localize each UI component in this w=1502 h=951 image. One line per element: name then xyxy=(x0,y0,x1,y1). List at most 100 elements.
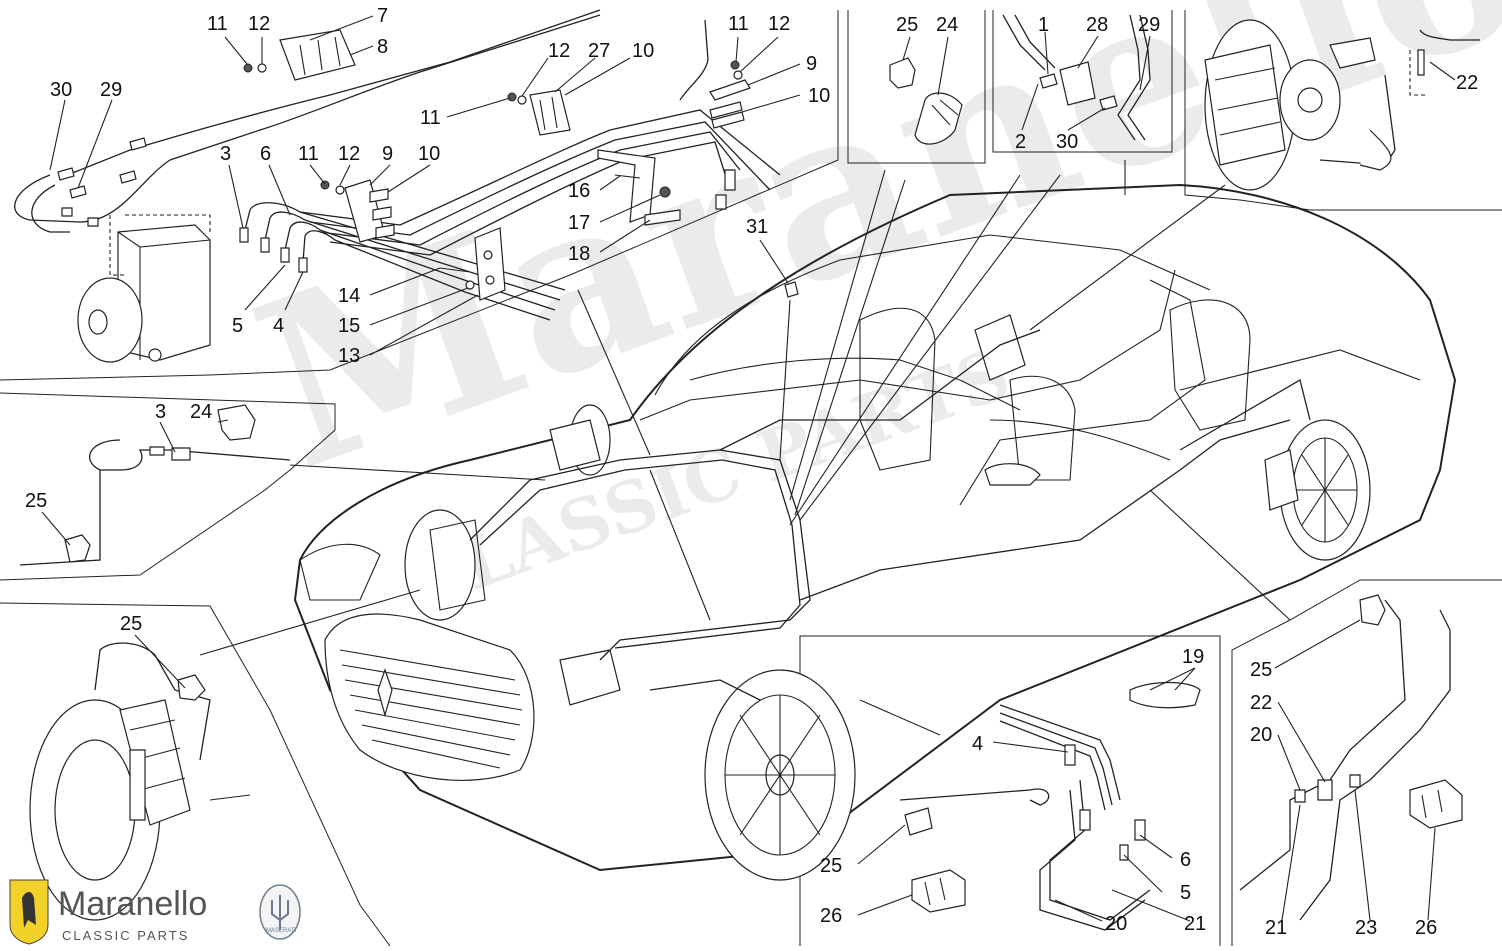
callout-13: 13 xyxy=(338,345,360,367)
callout-26a: 26 xyxy=(820,905,842,927)
leader-9a xyxy=(369,164,391,186)
leader-10a xyxy=(387,164,431,193)
nut-11a xyxy=(243,63,253,73)
clip-rail-detail xyxy=(899,681,1201,931)
leader-26a xyxy=(857,894,913,916)
leader-11d xyxy=(735,36,739,63)
bolt-14 xyxy=(439,267,471,273)
leader-5a xyxy=(244,264,286,311)
clip-31-in-car xyxy=(784,281,799,298)
callout-2: 2 xyxy=(1015,131,1026,153)
rear-seat-2 xyxy=(1009,375,1076,481)
clip-25d xyxy=(904,807,933,836)
washer-12c xyxy=(517,95,527,105)
callout-10c: 10 xyxy=(808,85,830,107)
union-22 xyxy=(1317,779,1333,801)
callout-23: 23 xyxy=(1355,917,1377,939)
callout-9a: 9 xyxy=(382,143,393,165)
prancing-horse-icon xyxy=(22,892,36,928)
leader-30b xyxy=(1067,107,1106,131)
leader-15 xyxy=(369,287,469,326)
leader-24b xyxy=(217,419,229,423)
callout-30a: 30 xyxy=(50,79,72,101)
callout-3b: 3 xyxy=(155,401,166,423)
clip-27-slots xyxy=(539,96,558,131)
car-line-floor xyxy=(799,419,1291,601)
rear-union-22 xyxy=(1417,49,1425,76)
front-disc-inner xyxy=(54,739,136,881)
leader-25b xyxy=(41,511,71,546)
leader-11a xyxy=(224,36,248,65)
clip-25e xyxy=(1359,594,1386,626)
leader-21b xyxy=(1281,804,1301,921)
pipe-fitting-nuts xyxy=(119,137,147,184)
leader-clip-rail xyxy=(859,699,941,736)
leader-clip24 xyxy=(794,179,906,516)
leader-4b xyxy=(992,741,1069,753)
leader-29a xyxy=(77,99,113,189)
car-line-2 xyxy=(479,459,801,649)
nut-17 xyxy=(659,186,671,198)
front-spokes xyxy=(725,695,835,855)
nut-11b xyxy=(320,180,330,190)
fitting-30 xyxy=(1099,95,1118,111)
callout-22b: 22 xyxy=(1250,692,1272,714)
clip-10c xyxy=(709,101,745,129)
plate-18 xyxy=(644,209,681,226)
grille-trident xyxy=(377,668,393,718)
callout-5a: 5 xyxy=(232,315,243,337)
maserati-logo-text: MASERATI xyxy=(266,928,297,934)
callout-20b: 20 xyxy=(1250,724,1272,746)
pipe-end-fittings xyxy=(61,207,99,227)
grille-slats xyxy=(339,649,523,769)
callout-15: 15 xyxy=(338,315,360,337)
leader-29b xyxy=(1139,35,1151,91)
clip-27 xyxy=(529,89,571,136)
leader-13 xyxy=(577,289,651,456)
callout-18: 18 xyxy=(568,243,590,265)
leader-17 xyxy=(599,194,661,223)
pipe-end-unions xyxy=(715,169,736,210)
leader-2 xyxy=(1021,83,1039,131)
frame-top-left xyxy=(0,10,839,381)
brand-name: Maranello xyxy=(58,885,207,923)
car-line-rear-right xyxy=(1179,379,1311,451)
pipe-5 xyxy=(284,221,556,311)
rear-caliper-right xyxy=(1264,449,1299,511)
pipe-6 xyxy=(264,211,561,301)
beltline xyxy=(639,269,1176,421)
abs-in-car xyxy=(559,649,621,706)
leader-22a xyxy=(1429,61,1456,81)
front-seat xyxy=(859,307,936,471)
callout-4a: 4 xyxy=(273,315,284,337)
fitting-2 xyxy=(1039,73,1058,89)
clip-26a-slots xyxy=(924,877,946,906)
callout-25b: 25 xyxy=(25,490,47,512)
callout-8: 8 xyxy=(377,36,388,58)
clip-detail-25-24 xyxy=(889,57,963,145)
callout-28: 28 xyxy=(1086,14,1108,36)
callout-11b: 11 xyxy=(298,143,319,165)
pipe-bundle-3 xyxy=(319,131,741,246)
callout-26b: 26 xyxy=(1415,917,1437,939)
callout-11c: 11 xyxy=(420,107,441,129)
car-line-main xyxy=(469,449,811,661)
leader-7 xyxy=(309,15,374,41)
leader-fitting-2 xyxy=(799,174,1061,521)
nut-11d xyxy=(730,60,740,70)
rear-hose-end xyxy=(1359,129,1392,171)
leader-front-caliper xyxy=(199,589,421,656)
callout-12c: 12 xyxy=(548,40,570,62)
pipe-detail-3-24-25 xyxy=(19,404,291,566)
rear-line-22 xyxy=(1419,29,1480,41)
callout-31: 31 xyxy=(746,216,768,238)
leader-1 xyxy=(1044,31,1049,75)
leader-8 xyxy=(349,45,374,56)
callout-11a: 11 xyxy=(207,13,228,35)
leader-23 xyxy=(1354,789,1371,921)
callout-19: 19 xyxy=(1182,646,1204,668)
callout-29b: 29 xyxy=(1138,14,1160,36)
car-outline xyxy=(293,183,1457,872)
leader-31c xyxy=(759,239,789,284)
rear-caliper-detail xyxy=(1204,19,1480,191)
